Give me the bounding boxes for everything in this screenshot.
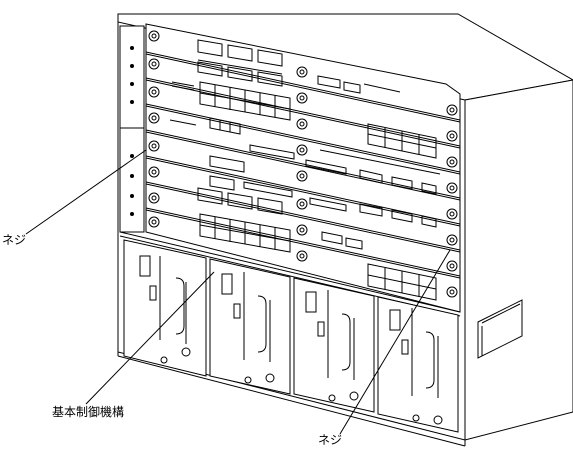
card-3-ports — [169, 117, 437, 159]
callout-screw-bottom: ネジ — [318, 433, 343, 447]
psu-module-3 — [293, 277, 375, 413]
chassis-body — [117, 13, 573, 447]
bay-bottom-screws — [160, 356, 420, 422]
leader-screw-bottom — [339, 249, 451, 435]
card-7-port-grid — [199, 213, 363, 253]
card-1-ports — [197, 39, 283, 87]
power-bay — [119, 231, 461, 433]
leader-base-control — [85, 271, 215, 405]
leader-screw-left — [25, 149, 147, 235]
card-screws-right — [446, 104, 458, 298]
psu-module-2 — [209, 258, 291, 395]
card-5-connectors — [209, 169, 437, 198]
left-rail — [119, 25, 145, 233]
side-vent-slot — [477, 299, 523, 359]
callout-base-control-mechanism: 基本制御機構 — [52, 405, 125, 419]
card-screws-left — [148, 30, 160, 228]
card-2-right-connectors — [317, 75, 401, 94]
leader-lines — [25, 149, 451, 435]
card-screws-middle — [296, 66, 308, 262]
card-4-slot — [209, 144, 441, 175]
card-2-port-grid — [171, 81, 291, 121]
card-8-port-grid — [367, 263, 437, 301]
psu-module-1 — [123, 239, 207, 377]
psu-module-4 — [377, 296, 459, 433]
callout-screw-left: ネジ — [2, 233, 27, 247]
card-cage — [145, 23, 461, 313]
card-6-ports — [197, 187, 437, 228]
